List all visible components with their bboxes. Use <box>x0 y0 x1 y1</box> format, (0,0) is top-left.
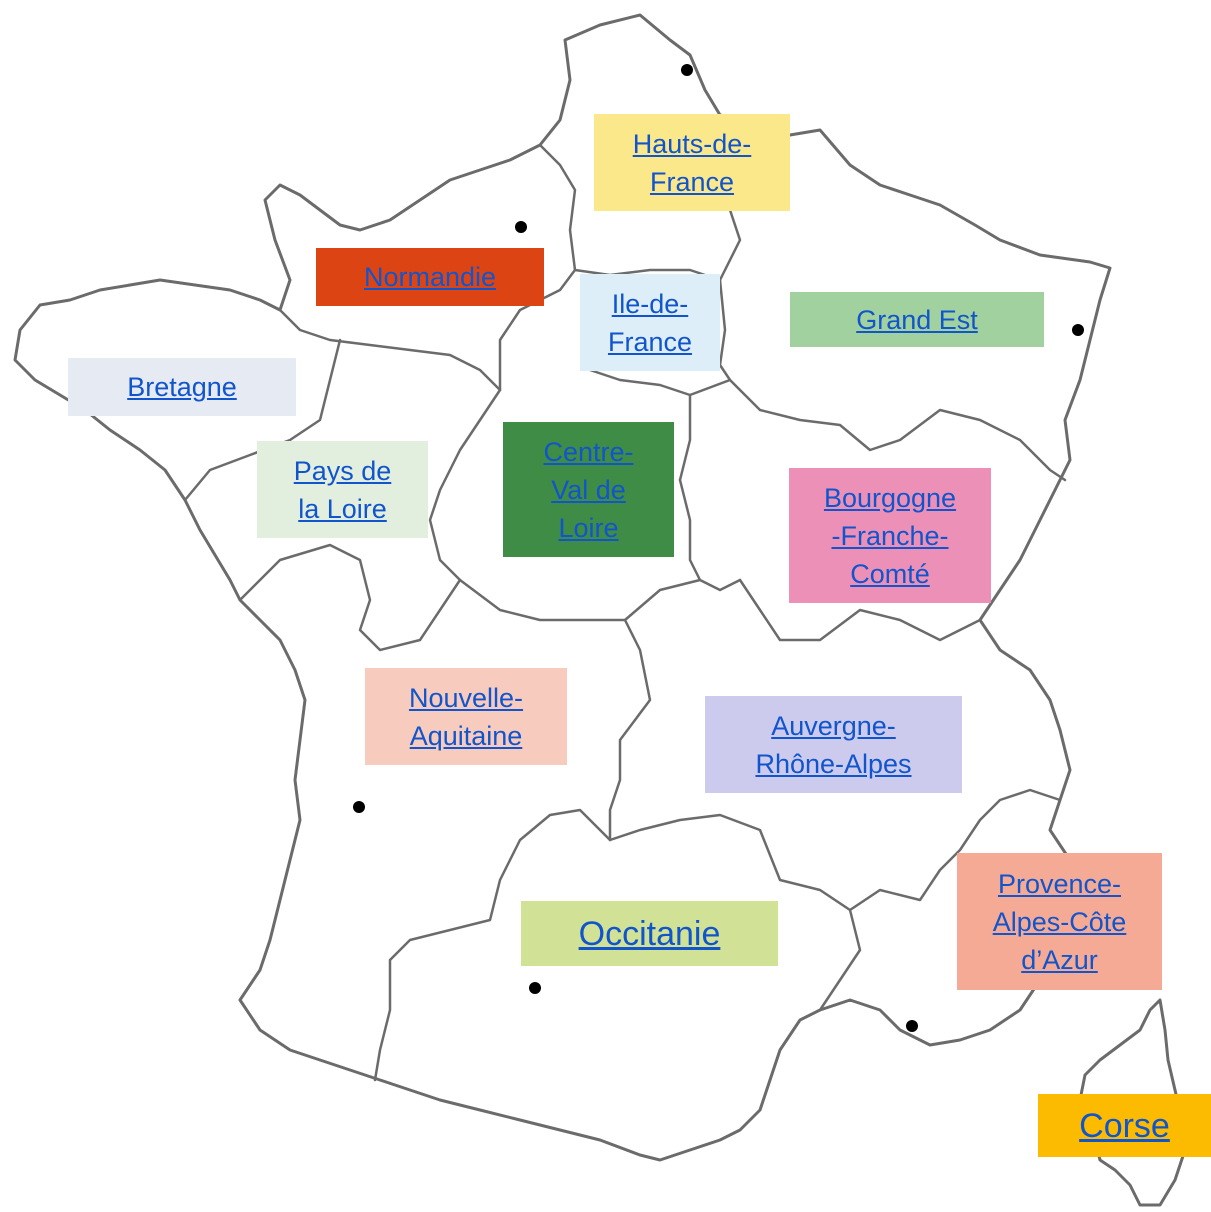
border-nor-cvl <box>498 268 577 392</box>
border-bfc-ara <box>738 578 982 642</box>
city-dot-marseille <box>906 1020 918 1032</box>
region-link-corse[interactable]: Corse <box>1079 1106 1170 1145</box>
city-dot-strasbourg <box>1072 324 1084 336</box>
border-ara-pac <box>848 788 1062 912</box>
region-bourgogne-franche-comte: Bourgogne-Franche-Comté <box>789 468 991 603</box>
region-normandie: Normandie <box>316 248 544 306</box>
border-hdf-idf <box>573 268 722 282</box>
border-naq-occ <box>373 808 612 1082</box>
city-dot-bordeaux <box>353 801 365 813</box>
region-nouvelle-aquitaine: Nouvelle-Aquitaine <box>365 668 567 765</box>
border-pdl-naq <box>238 543 462 652</box>
region-link-normandie[interactable]: Normandie <box>363 262 497 292</box>
border-cvl-naq-ara <box>458 578 702 622</box>
border-pdl-cvl <box>428 388 502 582</box>
border-naq-ara <box>608 618 652 842</box>
city-dot-rouen <box>515 221 527 233</box>
border-cvl-bfc <box>678 478 742 592</box>
city-dot-toulouse <box>529 982 541 994</box>
region-link-hauts-de-france[interactable]: Hauts-de-France <box>632 128 752 197</box>
region-link-auvergne-rhone-alpes[interactable]: Auvergne-Rhône-Alpes <box>755 710 912 779</box>
region-link-occitanie[interactable]: Occitanie <box>578 914 721 953</box>
border-ara-occ <box>608 813 862 1012</box>
region-link-nouvelle-aquitaine[interactable]: Nouvelle-Aquitaine <box>408 682 524 751</box>
border-bre-pdl <box>183 338 342 502</box>
border-idf-cvl <box>588 368 692 482</box>
region-hauts-de-france: Hauts-de-France <box>594 114 790 211</box>
region-corse: Corse <box>1038 1094 1211 1157</box>
region-occitanie: Occitanie <box>521 901 778 966</box>
region-ile-de-france: Ile-de-France <box>580 274 720 371</box>
region-link-bourgogne-franche-comte[interactable]: Bourgogne-Franche-Comté <box>823 482 957 589</box>
border-hdf-nor <box>538 143 577 272</box>
border-ge-bfc <box>728 378 1067 482</box>
mainland-outline <box>13 13 1112 1162</box>
region-auvergne-rhone-alpes: Auvergne-Rhône-Alpes <box>705 696 962 793</box>
region-link-ile-de-france[interactable]: Ile-de-France <box>607 288 693 357</box>
border-occ-pac <box>818 998 852 1012</box>
region-link-bretagne[interactable]: Bretagne <box>127 372 237 402</box>
region-grand-est: Grand Est <box>790 292 1044 347</box>
city-dot-lille <box>681 64 693 76</box>
border-nor-bre-pdl <box>278 308 502 392</box>
border-idf-ge <box>688 278 732 397</box>
region-link-grand-est[interactable]: Grand Est <box>856 304 978 335</box>
region-bretagne: Bretagne <box>68 358 296 416</box>
